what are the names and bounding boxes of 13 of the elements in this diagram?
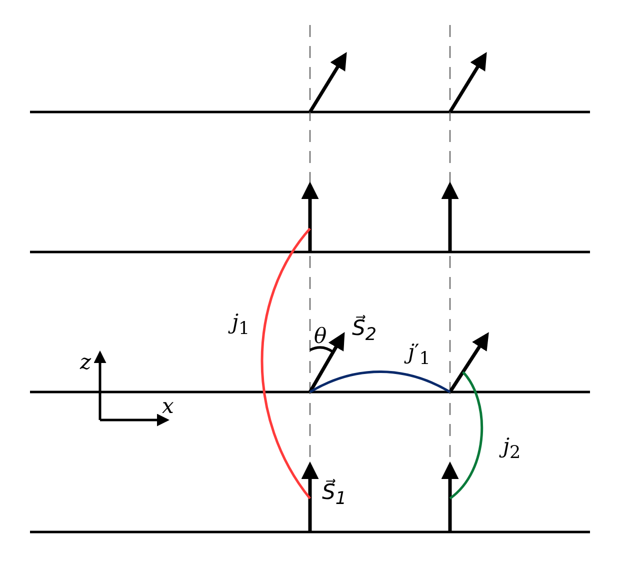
spin-arrow [301,182,319,252]
angle-label: θ [314,326,327,347]
spin-arrow [301,462,319,532]
coupling-curve [260,228,312,500]
coupling-curve [449,371,483,500]
spin-arrow [448,52,487,113]
spin-arrow [308,52,347,113]
spin-arrow [441,182,459,252]
coupling-curve [309,370,451,394]
axis-label: z [80,352,92,373]
spin-arrow [448,332,489,393]
axis-label: x [162,396,174,417]
spin-arrow [441,462,459,532]
